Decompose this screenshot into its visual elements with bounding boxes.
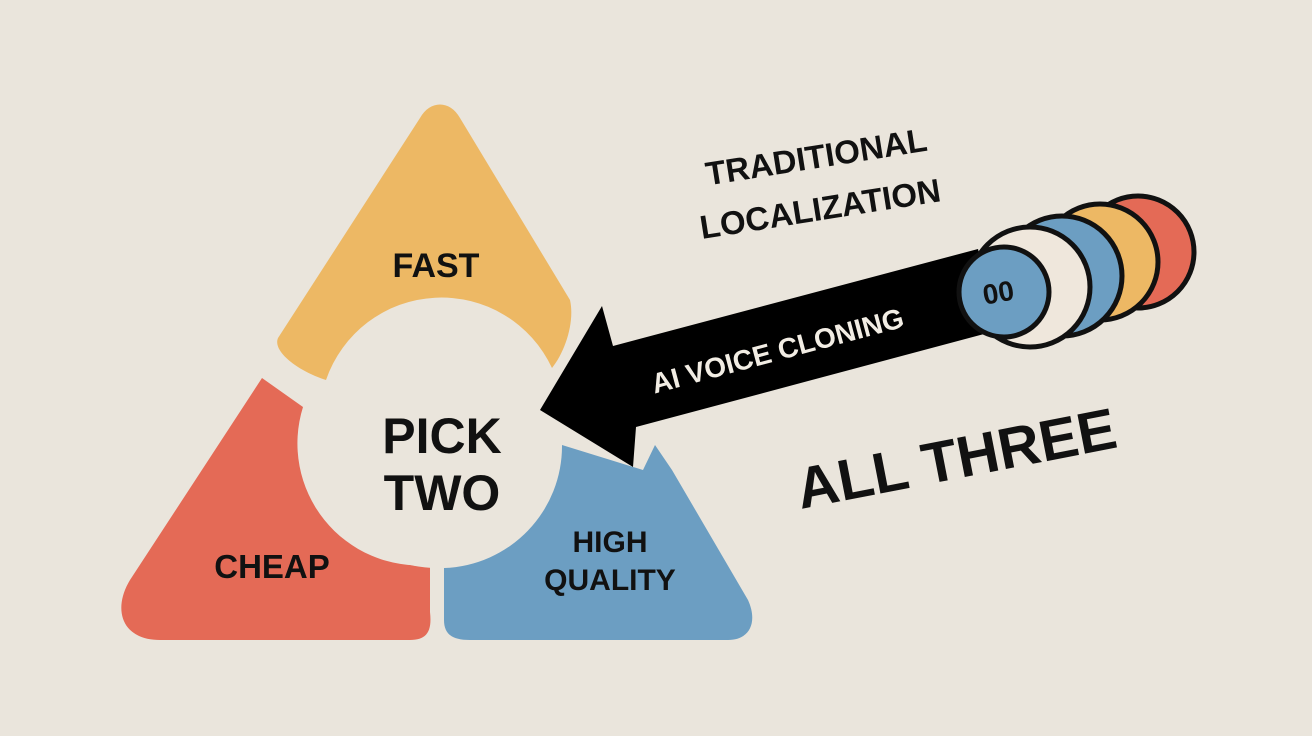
segment-high-quality	[444, 445, 753, 640]
label-pick: PICK	[382, 408, 501, 464]
segment-cheap	[121, 378, 431, 640]
segment-fast	[277, 104, 572, 380]
disc-stack	[967, 193, 1197, 350]
label-fast: FAST	[393, 247, 480, 285]
label-all-three: ALL THREE	[791, 396, 1122, 522]
label-quality: QUALITY	[544, 564, 676, 597]
label-two: TWO	[384, 465, 501, 521]
label-cheap: CHEAP	[214, 548, 330, 585]
badge-00-icon: 00	[980, 275, 1016, 311]
label-high: HIGH	[573, 526, 648, 559]
arrow-ai-voice-cloning	[540, 249, 999, 467]
center-circle	[315, 324, 559, 568]
disc-front-badge	[956, 244, 1052, 340]
